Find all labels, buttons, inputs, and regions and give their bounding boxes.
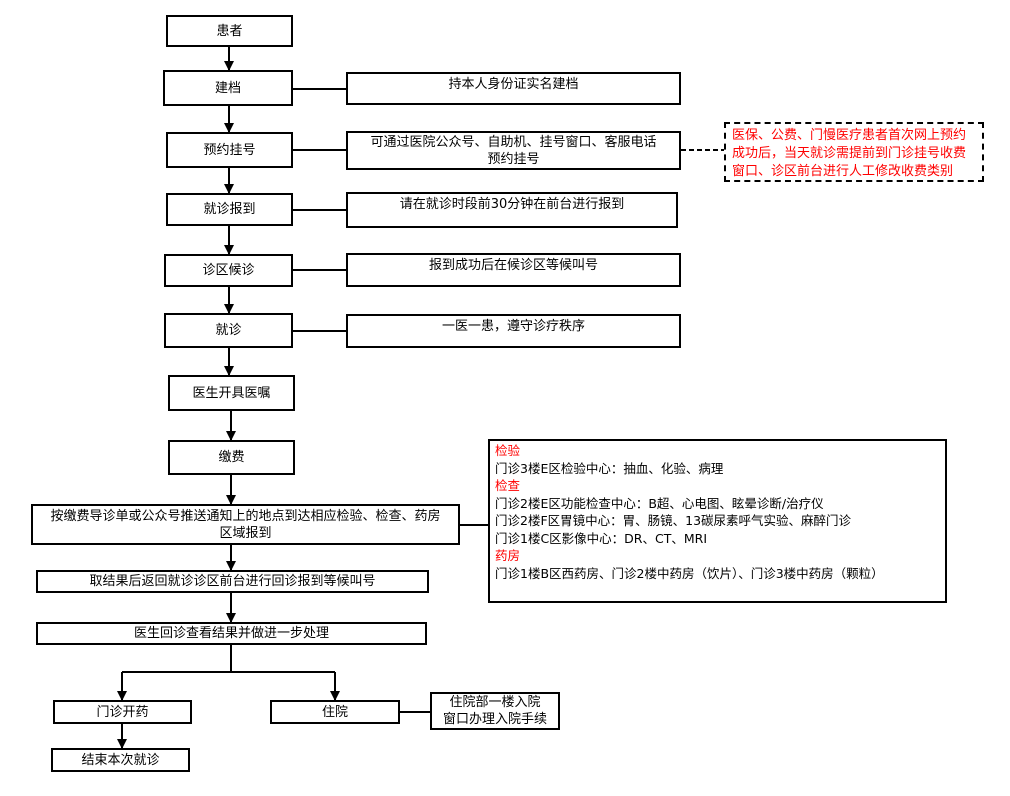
note-hospitalization: 住院部一楼入院 窗口办理入院手续 — [430, 692, 560, 730]
step-hospitalization: 住院 — [270, 700, 400, 724]
step-patient: 患者 — [166, 15, 293, 47]
step-waiting: 诊区候诊 — [164, 254, 293, 287]
step-appointment-label: 预约挂号 — [203, 142, 256, 158]
step-outpatient-medicine: 门诊开药 — [53, 700, 192, 724]
exam-line-1: 门诊2楼E区功能检查中心：B超、心电图、眩晕诊断/治疗仪 — [495, 495, 824, 511]
step-go-to-area: 按缴费导诊单或公众号推送通知上的地点到达相应检验、检查、药房 区域报到 — [31, 504, 460, 545]
exam-line-3: 门诊1楼C区影像中心：DR、CT、MRI — [495, 530, 708, 546]
step-register: 建档 — [163, 70, 293, 106]
step-checkin: 就诊报到 — [166, 193, 293, 226]
step-payment: 缴费 — [168, 440, 295, 475]
note-register-text: 持本人身份证实名建档 — [448, 77, 579, 92]
insurance-note-line1: 医保、公费、门慢医疗患者首次网上预约 — [732, 128, 967, 143]
pharmacy-line: 门诊1楼B区西药房、门诊2楼中药房（饮片）、门诊3楼中药房（颗粒） — [495, 565, 884, 581]
step-appointment: 预约挂号 — [166, 132, 293, 168]
note-checkin: 请在就诊时段前30分钟在前台进行报到 — [346, 192, 678, 228]
step-end: 结束本次就诊 — [51, 748, 190, 772]
step-go-to-area-line2: 区域报到 — [219, 525, 272, 541]
note-appointment: 可通过医院公众号、自助机、挂号窗口、客服电话 预约挂号 — [346, 131, 681, 170]
exam-line-2: 门诊2楼F区胃镜中心：胃、肠镜、13碳尿素呼气实验、麻醉门诊 — [495, 513, 852, 528]
step-outpatient-medicine-label: 门诊开药 — [96, 704, 149, 720]
note-waiting: 报到成功后在候诊区等候叫号 — [346, 253, 681, 287]
note-waiting-text: 报到成功后在候诊区等候叫号 — [428, 258, 598, 273]
note-hospitalization-line1: 住院部一楼入院 — [449, 695, 541, 710]
step-consult-label: 就诊 — [215, 323, 242, 338]
insurance-note: 医保、公费、门慢医疗患者首次网上预约 成功后，当天就诊需提前到门诊挂号收费 窗口… — [724, 122, 984, 182]
note-hospitalization-line2: 窗口办理入院手续 — [442, 712, 547, 727]
step-doctor-review-label: 医生回诊查看结果并做进一步处理 — [133, 626, 329, 641]
step-orders-label: 医生开具医嘱 — [192, 385, 271, 401]
step-checkin-label: 就诊报到 — [203, 202, 256, 217]
locations-panel: 检验 门诊3楼E区检验中心：抽血、化验、病理 检查 门诊2楼E区功能检查中心：B… — [488, 439, 947, 603]
step-return-checkin-label: 取结果后返回就诊诊区前台进行回诊报到等候叫号 — [89, 574, 376, 589]
step-go-to-area-line1: 按缴费导诊单或公众号推送通知上的地点到达相应检验、检查、药房 — [50, 508, 441, 524]
step-payment-label: 缴费 — [218, 450, 245, 465]
note-consult-text: 一医一患，遵守诊疗秩序 — [441, 319, 585, 334]
step-register-label: 建档 — [214, 80, 241, 96]
note-checkin-text: 请在就诊时段前30分钟在前台进行报到 — [399, 197, 625, 212]
note-register: 持本人身份证实名建档 — [346, 72, 681, 105]
step-consult: 就诊 — [164, 313, 293, 348]
insurance-note-line2: 成功后，当天就诊需提前到门诊挂号收费 — [732, 146, 967, 161]
step-doctor-review: 医生回诊查看结果并做进一步处理 — [36, 622, 427, 645]
note-appointment-line1: 可通过医院公众号、自助机、挂号窗口、客服电话 — [370, 135, 657, 150]
step-patient-label: 患者 — [216, 23, 243, 39]
note-appointment-line2: 预约挂号 — [487, 152, 540, 167]
step-end-label: 结束本次就诊 — [81, 752, 160, 768]
lab-line: 门诊3楼E区检验中心：抽血、化验、病理 — [495, 460, 724, 476]
lab-heading: 检验 — [495, 443, 521, 458]
insurance-note-line3: 窗口、诊区前台进行人工修改收费类别 — [732, 164, 954, 179]
step-orders: 医生开具医嘱 — [168, 375, 295, 411]
note-consult: 一医一患，遵守诊疗秩序 — [346, 314, 681, 348]
exam-heading: 检查 — [495, 478, 521, 493]
pharmacy-heading: 药房 — [495, 548, 521, 563]
step-waiting-label: 诊区候诊 — [202, 263, 255, 278]
step-return-checkin: 取结果后返回就诊诊区前台进行回诊报到等候叫号 — [36, 570, 429, 593]
step-hospitalization-label: 住院 — [321, 704, 348, 720]
